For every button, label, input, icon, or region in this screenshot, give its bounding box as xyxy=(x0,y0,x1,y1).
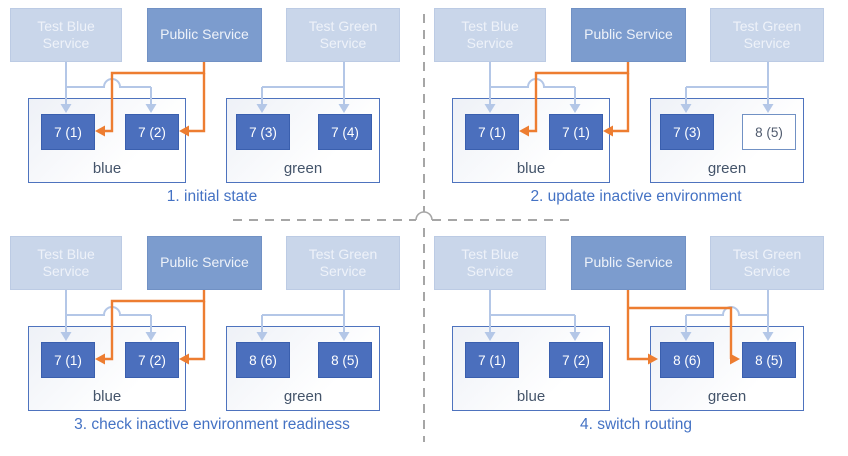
public-service-label: Public Service xyxy=(584,26,673,43)
test-blue-service-label: Test Blue Service xyxy=(37,17,95,52)
pod: 7 (1) xyxy=(41,342,95,378)
public-service-box: Public Service xyxy=(147,236,262,290)
pod: 7 (1) xyxy=(549,114,603,150)
public-service-label: Public Service xyxy=(584,254,673,271)
pod: 7 (1) xyxy=(465,114,519,150)
blue-environment-box: 7 (1) 7 (2) blue xyxy=(452,326,610,411)
test-green-service-label: Test Green Service xyxy=(308,17,378,52)
pod: 8 (5) xyxy=(318,342,372,378)
pod: 7 (2) xyxy=(125,342,179,378)
test-green-service-box: Test Green Service xyxy=(710,236,824,290)
public-service-box: Public Service xyxy=(147,8,262,62)
pod: 7 (1) xyxy=(465,342,519,378)
panel-caption: 4. switch routing xyxy=(580,416,692,433)
green-environment-box: 7 (3) 7 (4) green xyxy=(226,98,380,183)
public-service-box: Public Service xyxy=(571,236,686,290)
blue-environment-box: 7 (1) 7 (2) blue xyxy=(28,326,186,411)
test-green-service-box: Test Green Service xyxy=(286,236,400,290)
test-blue-service-label: Test Blue Service xyxy=(461,245,519,280)
test-blue-service-label: Test Blue Service xyxy=(37,245,95,280)
test-blue-service-box: Test Blue Service xyxy=(434,236,546,290)
panel-switch-routing: Test Blue Service Public Service Test Gr… xyxy=(424,228,848,456)
panel-caption: 3. check inactive environment readiness xyxy=(74,416,350,433)
env-label-blue: blue xyxy=(92,388,122,405)
pod: 7 (2) xyxy=(125,114,179,150)
pod: 7 (4) xyxy=(318,114,372,150)
pod: 8 (5) xyxy=(742,342,796,378)
blue-environment-box: 7 (1) 7 (2) blue xyxy=(28,98,186,183)
panel-caption: 1. initial state xyxy=(166,188,258,205)
env-label-green: green xyxy=(707,160,747,177)
test-green-service-label: Test Green Service xyxy=(732,245,802,280)
panel-initial-state: Test Blue Service Public Service Test Gr… xyxy=(0,0,424,228)
env-label-blue: blue xyxy=(516,160,546,177)
test-green-service-box: Test Green Service xyxy=(710,8,824,62)
blue-environment-box: 7 (1) 7 (1) blue xyxy=(452,98,610,183)
env-label-blue: blue xyxy=(92,160,122,177)
green-environment-box: 8 (6) 8 (5) green xyxy=(226,326,380,411)
panel-update-inactive-environment: Test Blue Service Public Service Test Gr… xyxy=(424,0,848,228)
env-label-green: green xyxy=(283,160,323,177)
test-blue-service-box: Test Blue Service xyxy=(10,8,122,62)
test-blue-service-box: Test Blue Service xyxy=(434,8,546,62)
panel-caption: 2. update inactive environment xyxy=(530,188,742,205)
pod-rolling-out: 8 (5) xyxy=(742,114,796,150)
test-blue-service-box: Test Blue Service xyxy=(10,236,122,290)
pod: 7 (3) xyxy=(236,114,290,150)
green-environment-box: 8 (6) 8 (5) green xyxy=(650,326,804,411)
pod: 8 (6) xyxy=(660,342,714,378)
public-service-label: Public Service xyxy=(160,254,249,271)
test-green-service-label: Test Green Service xyxy=(308,245,378,280)
env-label-blue: blue xyxy=(516,388,546,405)
panel-check-inactive-readiness: Test Blue Service Public Service Test Gr… xyxy=(0,228,424,456)
pod: 7 (2) xyxy=(549,342,603,378)
test-green-service-box: Test Green Service xyxy=(286,8,400,62)
pod: 7 (1) xyxy=(41,114,95,150)
public-service-box: Public Service xyxy=(571,8,686,62)
pod: 8 (6) xyxy=(236,342,290,378)
env-label-green: green xyxy=(283,388,323,405)
env-label-green: green xyxy=(707,388,747,405)
pod: 7 (3) xyxy=(660,114,714,150)
test-blue-service-label: Test Blue Service xyxy=(461,17,519,52)
public-service-label: Public Service xyxy=(160,26,249,43)
green-environment-box: 7 (3) 8 (5) green xyxy=(650,98,804,183)
test-green-service-label: Test Green Service xyxy=(732,17,802,52)
